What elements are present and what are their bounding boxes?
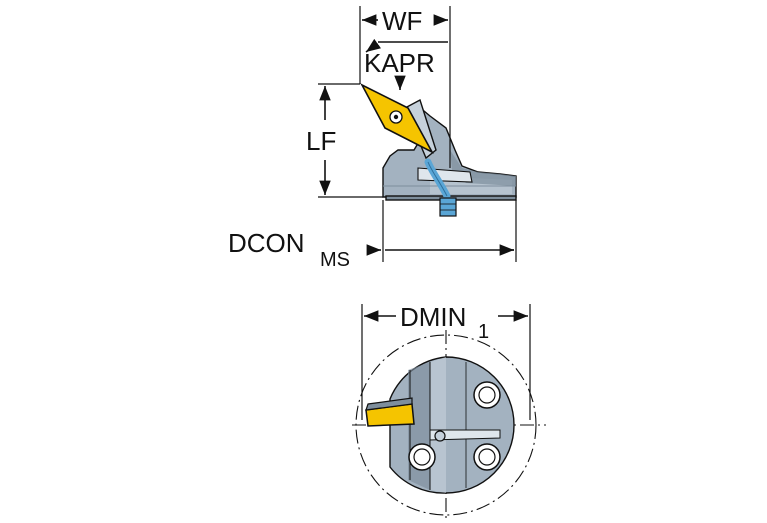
side-view: WF KAPR LF DCON MS (228, 6, 517, 271)
bolt-holes (408, 381, 501, 471)
insert-front (365, 397, 415, 427)
dcon-label: DCON (228, 228, 305, 258)
wf-dimension: WF (359, 6, 451, 168)
wf-label: WF (382, 6, 422, 36)
coolant-channel (424, 158, 457, 217)
dmin-dimension: DMIN 1 (361, 302, 531, 420)
lf-label: LF (306, 126, 336, 156)
dcon-subscript: MS (320, 249, 350, 271)
dmin-label: DMIN (400, 302, 466, 332)
dcon-dimension: DCON MS (228, 200, 517, 271)
kapr-dimension: KAPR (364, 38, 448, 90)
kapr-label: KAPR (364, 48, 435, 78)
dmin-subscript: 1 (478, 321, 489, 343)
front-view: DMIN 1 (352, 302, 546, 520)
lf-dimension: LF (306, 83, 383, 198)
insert (360, 83, 434, 154)
